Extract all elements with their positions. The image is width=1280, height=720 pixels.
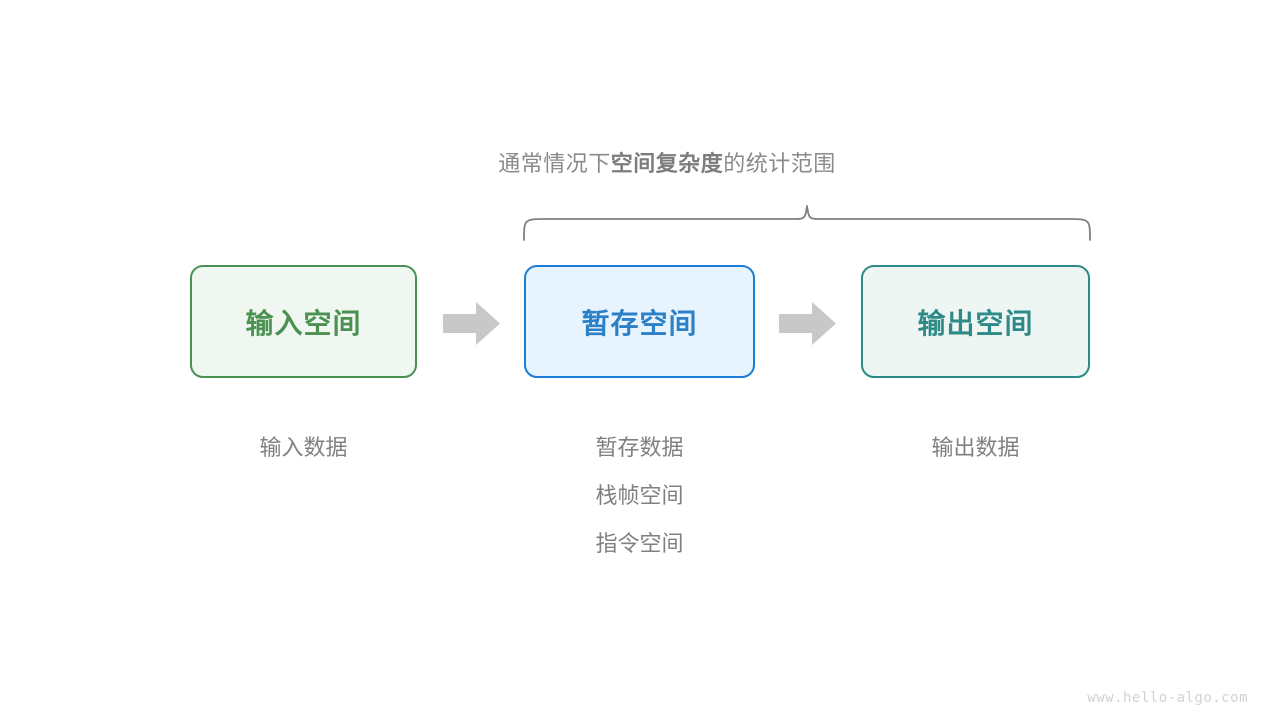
box-temp-space[interactable]: 暂存空间 [524, 265, 755, 378]
label-item: 栈帧空间 [595, 483, 684, 508]
label-item: 输出数据 [931, 435, 1020, 460]
watermark: www.hello-algo.com [1087, 690, 1248, 706]
arrow-right-icon [443, 302, 500, 345]
box-input-space-label: 输入空间 [245, 307, 362, 339]
curly-brace-icon [523, 205, 1091, 241]
brace-caption-part-2: 空间复杂度 [610, 151, 724, 176]
label-item: 指令空间 [595, 531, 684, 556]
box-output-space-label: 输出空间 [917, 307, 1034, 339]
label-item: 输入数据 [259, 435, 348, 460]
brace-caption-part-3: 的统计范围 [723, 151, 836, 176]
brace-caption: 通常情况下空间复杂度的统计范围 [0, 146, 1280, 178]
labels-temp-space: 暂存数据 栈帧空间 指令空间 [524, 424, 755, 568]
label-item: 暂存数据 [595, 435, 684, 460]
labels-input-space: 输入数据 [190, 424, 417, 472]
arrow-right-icon [779, 302, 836, 345]
box-input-space[interactable]: 输入空间 [190, 265, 417, 378]
brace-caption-part-1: 通常情况下 [498, 151, 611, 176]
labels-output-space: 输出数据 [861, 424, 1090, 472]
box-temp-space-label: 暂存空间 [581, 307, 698, 339]
box-output-space[interactable]: 输出空间 [861, 265, 1090, 378]
